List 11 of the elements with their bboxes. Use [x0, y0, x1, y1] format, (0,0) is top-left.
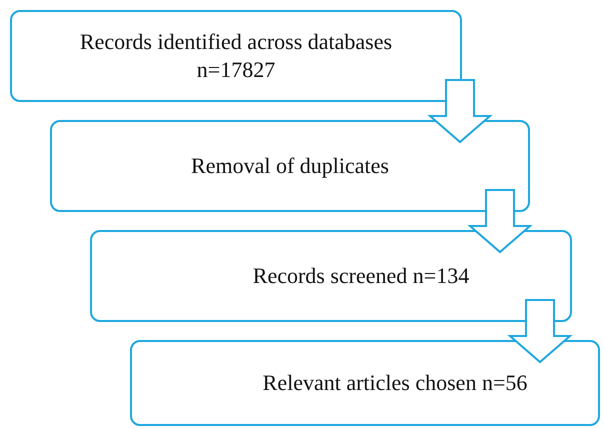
block-arrow [427, 79, 493, 144]
box-text: Removal of duplicates [191, 152, 389, 180]
block-arrow [507, 299, 573, 364]
process-box [130, 340, 600, 426]
block-arrow [467, 189, 533, 254]
box-text: Records identified across databases n=17827 [78, 28, 394, 84]
process-box [10, 10, 462, 102]
box-text: Relevant articles chosen n=56 [262, 369, 528, 397]
process-box [90, 230, 572, 322]
process-box [50, 120, 530, 212]
box-text: Records screened n=134 [252, 262, 470, 290]
